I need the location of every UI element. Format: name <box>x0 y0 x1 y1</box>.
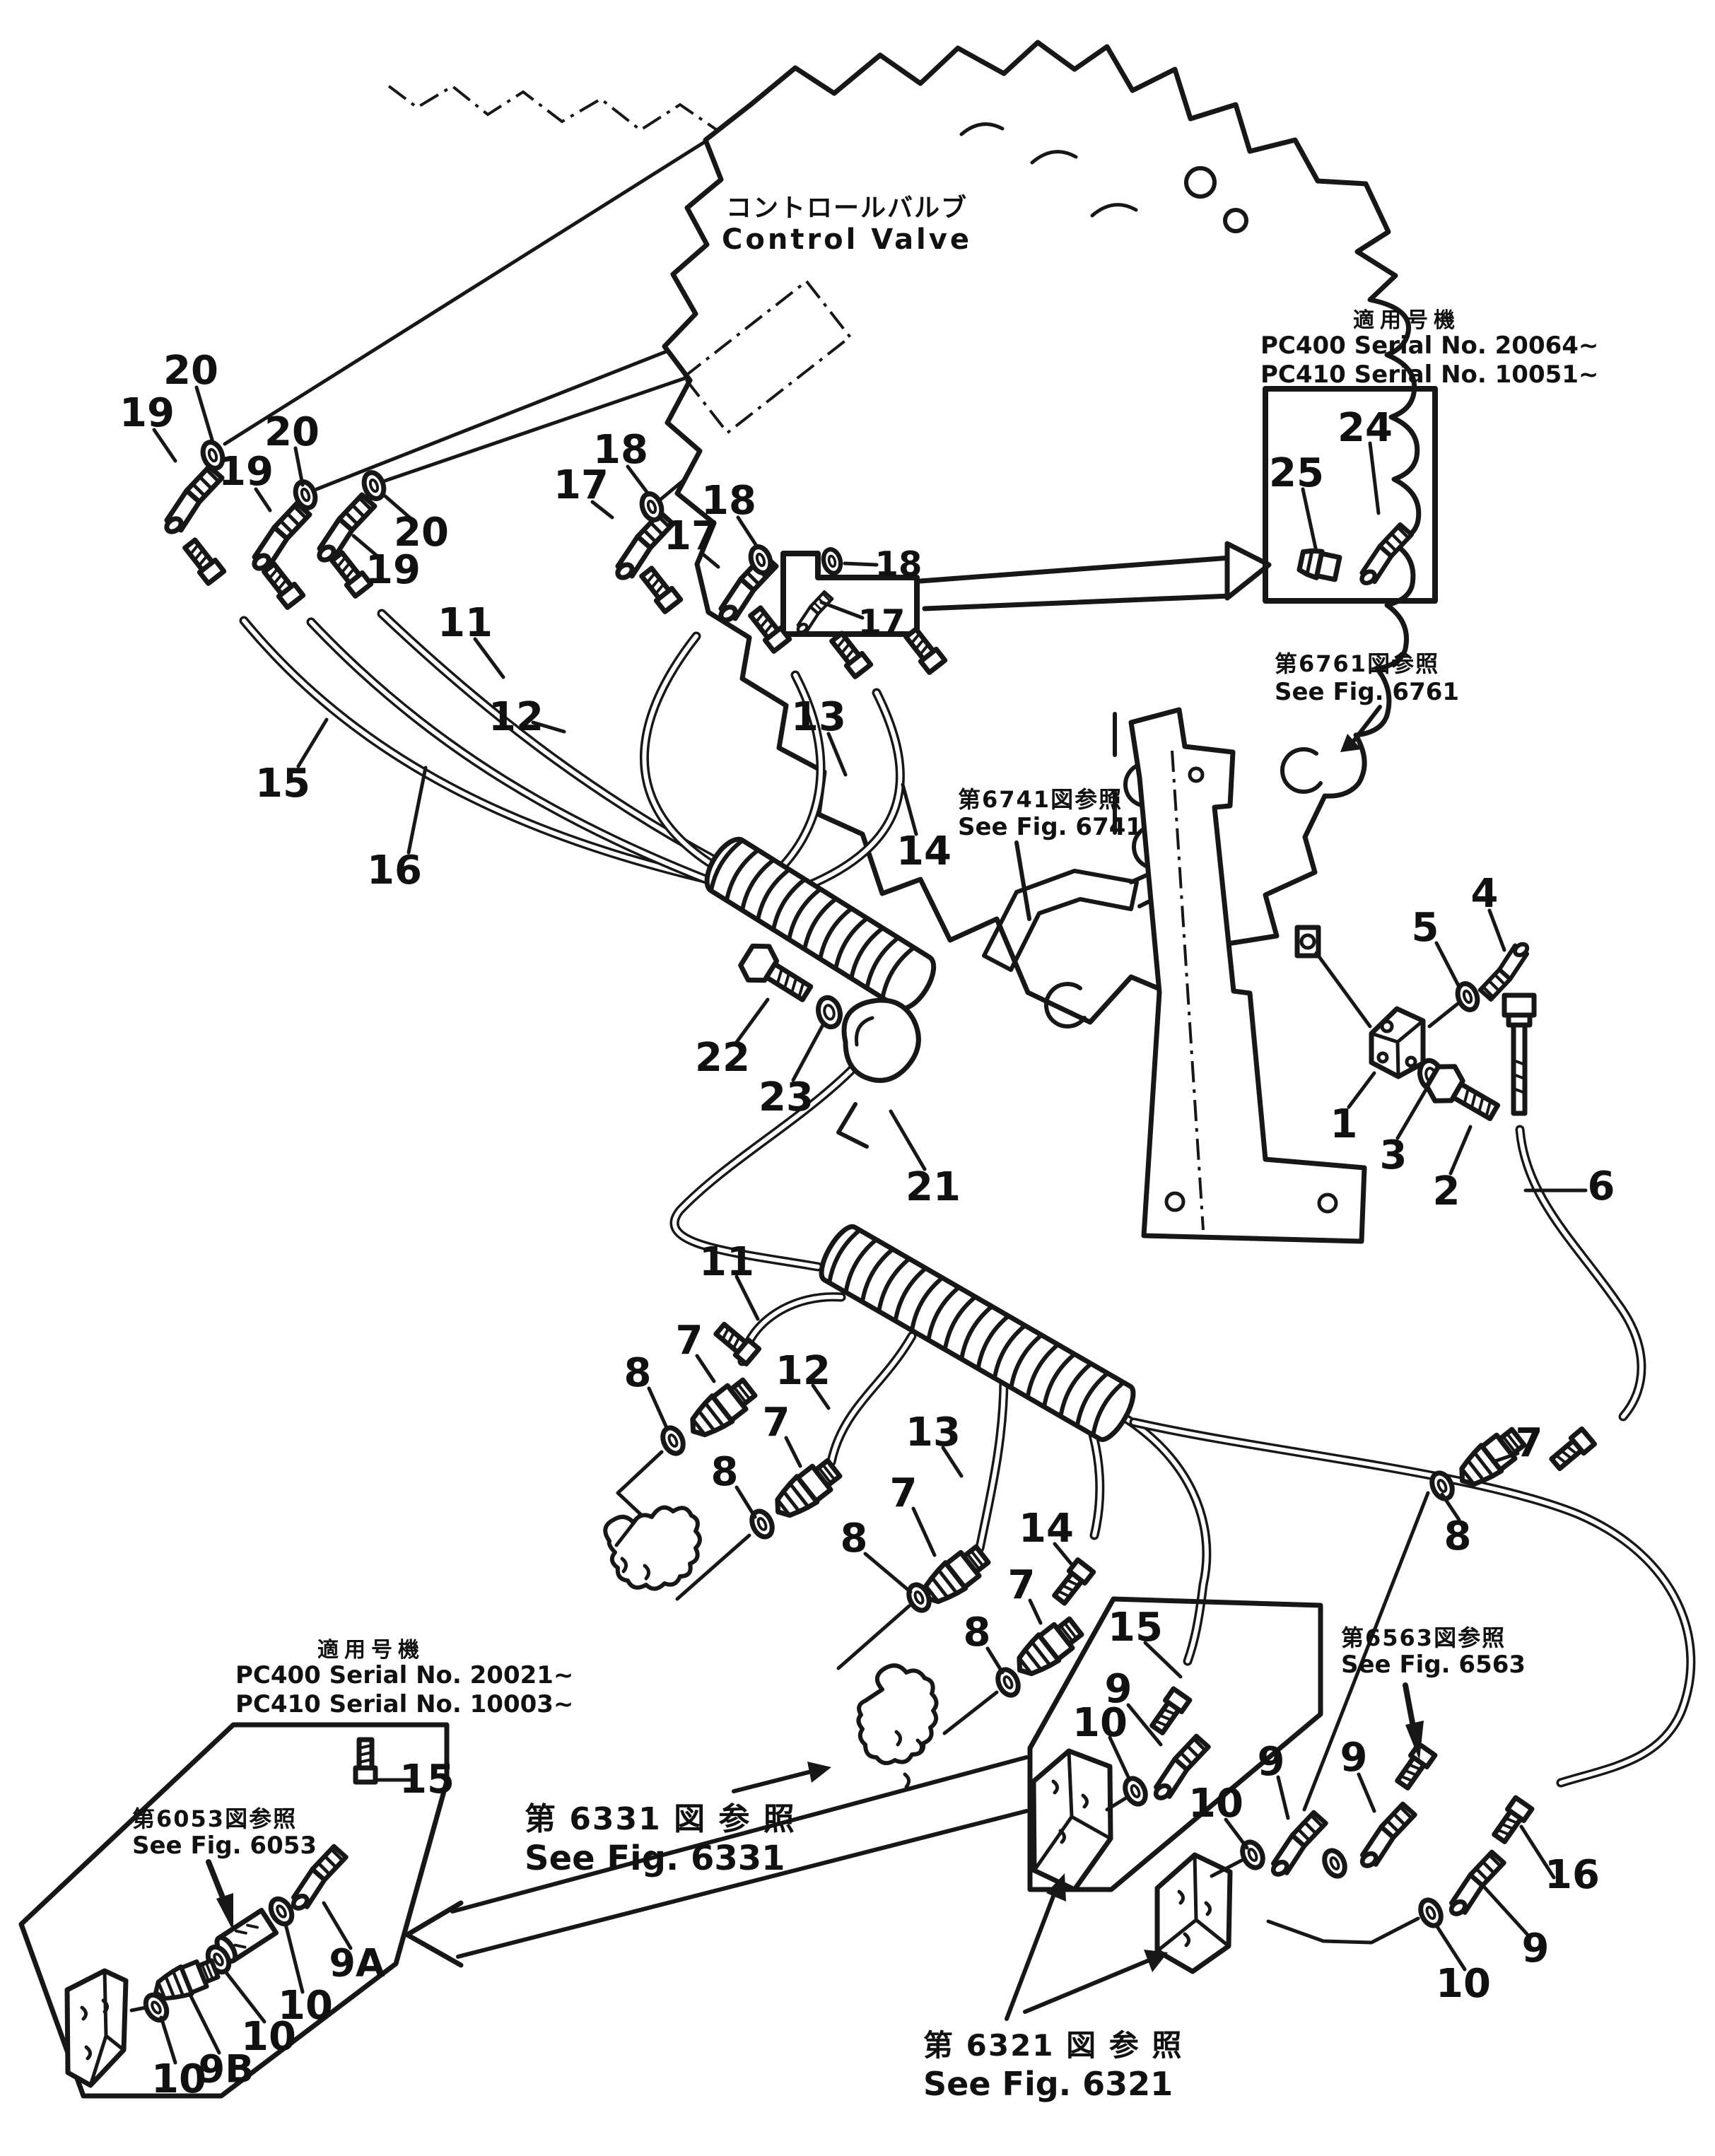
part-callout-1: 1 <box>1330 1101 1358 1147</box>
part-callout-22: 22 <box>695 1035 750 1081</box>
part-callout-14: 14 <box>1019 1506 1074 1552</box>
applicability-line: PC410 Serial No. 10003~ <box>235 1690 573 1718</box>
junction-block-parts <box>1369 942 1537 1130</box>
applicability-line: PC400 Serial No. 20064~ <box>1260 332 1598 360</box>
part-callout-13: 13 <box>791 694 846 740</box>
part-callout-16: 16 <box>1545 1852 1600 1898</box>
part-callout-17: 17 <box>554 462 609 508</box>
control-valve-label-jp: コントロールバルブ <box>726 193 968 223</box>
part-callout-12: 12 <box>488 694 544 740</box>
part-callout-10: 10 <box>1072 1700 1128 1746</box>
part-callout-7: 7 <box>1008 1562 1036 1608</box>
part-callout-20: 20 <box>394 510 449 556</box>
part-callout-20: 20 <box>264 409 320 455</box>
part-callout-12: 12 <box>775 1348 831 1394</box>
part-callout-7: 7 <box>890 1470 918 1516</box>
reference-note-en: See Fig. 6761 <box>1275 678 1459 706</box>
part-callout-7: 7 <box>1516 1420 1543 1466</box>
part-callout-21: 21 <box>906 1164 961 1210</box>
part-callout-11: 11 <box>438 600 493 646</box>
applicability-line: PC400 Serial No. 20021~ <box>235 1661 573 1689</box>
part-callout-15: 15 <box>1108 1605 1163 1651</box>
reference-note-jp: 第6053図参照 <box>132 1805 297 1832</box>
reference-note-jp: 第6761図参照 <box>1275 650 1439 677</box>
long-bolt-icon <box>1502 992 1537 1116</box>
callout-leader-lines <box>152 385 1588 2065</box>
reference-note-en: See Fig. 6331 <box>525 1839 785 1878</box>
reference-note-jp: 第 6321 図 参 照 <box>923 2028 1183 2063</box>
part-callout-7: 7 <box>676 1318 703 1364</box>
reference-note-jp: 第 6331 図 参 照 <box>525 1801 796 1837</box>
part-callout-17: 17 <box>664 513 719 559</box>
part-callout-10: 10 <box>241 2014 296 2060</box>
mounting-bracket-6761 <box>1128 707 1372 1244</box>
pilot-hoses <box>239 609 1696 1788</box>
part-callout-8: 8 <box>1444 1513 1472 1559</box>
part-callout-9: 9 <box>1522 1926 1550 1972</box>
part-callout-17: 17 <box>858 602 906 642</box>
part-callout-6: 6 <box>1588 1164 1615 1209</box>
spiral-wrap-bundle-lower <box>819 1224 1136 1442</box>
part-callout-9: 9 <box>1105 1666 1132 1712</box>
part-callout-4: 4 <box>1471 871 1499 917</box>
applicability-title: 適用号機 <box>1353 308 1461 333</box>
reference-note-jp: 第6563図参照 <box>1341 1624 1506 1651</box>
part-callout-10: 10 <box>151 2056 206 2102</box>
part-callout-16: 16 <box>367 848 422 894</box>
detail-box-17-18 <box>780 541 1272 637</box>
part-callout-15: 15 <box>255 761 310 807</box>
part-callout-24: 24 <box>1338 405 1393 451</box>
reference-note-en: See Fig. 6053 <box>132 1832 317 1860</box>
applicability-line: PC410 Serial No. 10051~ <box>1260 361 1598 389</box>
detail-pointer-arrow <box>404 1755 1029 1968</box>
part-callout-9: 9 <box>1340 1735 1368 1781</box>
part-callout-19: 19 <box>218 449 274 495</box>
part-callout-23: 23 <box>759 1074 814 1120</box>
part-callout-9A: 9A <box>329 1940 385 1985</box>
part-callout-8: 8 <box>964 1610 991 1656</box>
spiral-wrap-bundle-upper <box>704 836 937 1012</box>
part-callout-10: 10 <box>1188 1781 1243 1827</box>
part-callout-25: 25 <box>1269 450 1324 496</box>
detail-box-24-25 <box>1263 386 1438 604</box>
part-callout-11: 11 <box>699 1239 754 1285</box>
part-callout-15: 15 <box>399 1757 455 1803</box>
part-callout-9: 9 <box>1258 1739 1285 1785</box>
part-callout-20: 20 <box>163 348 218 394</box>
part-callout-7: 7 <box>763 1400 790 1446</box>
part-callout-14: 14 <box>896 828 952 874</box>
hose-clamp-and-bracket <box>736 866 1173 1149</box>
reference-note-en: See Fig. 6741 <box>958 813 1142 841</box>
detail-region-bottom-left <box>18 1722 450 2099</box>
part-callout-5: 5 <box>1412 905 1439 951</box>
part-callout-8: 8 <box>841 1516 868 1562</box>
part-callout-13: 13 <box>906 1410 961 1455</box>
part-callout-2: 2 <box>1433 1168 1461 1214</box>
part-callout-18: 18 <box>593 427 648 473</box>
part-callout-19: 19 <box>365 547 421 593</box>
reference-note-en: See Fig. 6321 <box>923 2065 1173 2103</box>
part-callout-3: 3 <box>1380 1132 1407 1178</box>
applicability-title: 適用号機 <box>317 1638 425 1663</box>
part-callout-10: 10 <box>278 1983 333 2029</box>
pilot-valve-fittings <box>603 1322 1594 1812</box>
part-callout-19: 19 <box>119 390 175 436</box>
part-callout-8: 8 <box>624 1350 652 1396</box>
reference-note-en: See Fig. 6563 <box>1341 1651 1526 1679</box>
part-callout-8: 8 <box>711 1449 739 1495</box>
part-callout-10: 10 <box>1436 1961 1491 2007</box>
manifold-cluster <box>1027 1596 1532 1974</box>
part-callout-18: 18 <box>875 544 923 584</box>
reference-arrows <box>732 705 1382 2021</box>
control-valve-label-en: Control Valve <box>722 223 972 256</box>
reference-note-jp: 第6741図参照 <box>958 786 1123 813</box>
part-callout-18: 18 <box>701 478 756 524</box>
part-callout-9B: 9B <box>199 2046 254 2091</box>
